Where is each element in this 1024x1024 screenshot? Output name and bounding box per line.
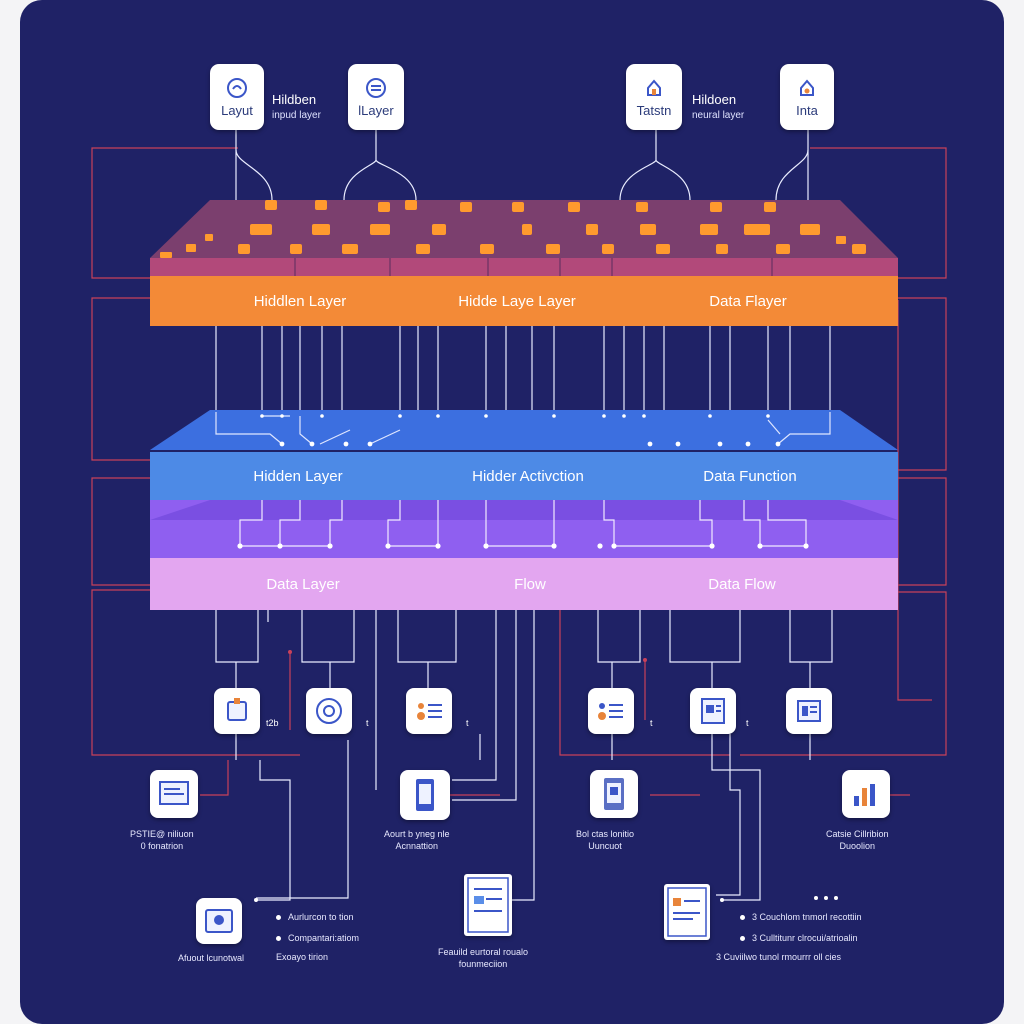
phone-icon — [604, 778, 624, 810]
bullet-dot — [276, 935, 281, 941]
lower-card-3[interactable] — [590, 770, 638, 818]
document-icon — [701, 698, 725, 724]
module-6[interactable] — [786, 688, 832, 734]
legend-label: Exoayo tirion — [276, 952, 329, 962]
top-card-inta[interactable]: Inta — [780, 64, 834, 130]
chart-icon — [854, 784, 875, 806]
module-3[interactable] — [406, 688, 452, 734]
legend-label: 3 Culltitunr clrocui/atrioalin — [752, 933, 858, 943]
caption-line: Duoolion — [839, 841, 876, 851]
gauge-icon — [227, 77, 247, 98]
legend-label: 3 Couchlom tnmorl recottiin — [752, 912, 862, 922]
blue-activation-layer: Hidden Layer Hidder Activction Data Func… — [150, 452, 898, 500]
layer-label: Data Flow — [708, 575, 776, 593]
ellipsis-dots — [814, 896, 838, 900]
top-card-label: Inta — [796, 102, 818, 118]
legend-item: 3 Culltitunr clrocui/atrioalin — [740, 933, 858, 943]
lower-card-4[interactable] — [842, 770, 890, 818]
box-icon — [227, 698, 247, 721]
legend-label: Aurlurcon to tion — [288, 912, 354, 922]
module-tag: t — [746, 718, 749, 728]
caption-line: Bol ctas lonitio — [576, 829, 635, 839]
document-icon — [797, 700, 821, 722]
home-network-icon — [800, 78, 814, 96]
document-icon — [667, 887, 707, 937]
module-tag: t — [366, 718, 369, 728]
module-tag: t — [650, 718, 653, 728]
caption-line: Uuncuot — [588, 841, 622, 851]
top-card-label: Tatstn — [636, 102, 672, 118]
module-tag: t — [466, 718, 469, 728]
top-card-tatstn[interactable]: Tatstn — [626, 64, 682, 130]
lower-card-caption: PSTIE@ niliuon 0 fonatrion — [130, 828, 194, 852]
layer-label: Data Flayer — [709, 292, 787, 310]
phone-icon — [416, 779, 434, 811]
bullet-dot — [276, 914, 281, 920]
top-note-title: Hildben — [272, 92, 317, 107]
module-1[interactable] — [214, 688, 260, 734]
document-icon — [159, 781, 189, 805]
gauge-icon — [205, 909, 233, 933]
caption-line: Acnnattion — [395, 841, 439, 851]
top-note-sub: inpud layer — [272, 110, 321, 121]
legend-item: Compantari:atiom — [276, 933, 359, 943]
caption-line: PSTIE@ niliuon — [130, 829, 194, 839]
top-card-label: lLayer — [358, 102, 394, 118]
top-note-input: Hildben inpud layer — [272, 92, 321, 124]
database-icon — [366, 77, 386, 98]
orange-hidden-layer: Hiddlen Layer Hidde Laye Layer Data Flay… — [150, 276, 898, 326]
eye-icon — [316, 698, 342, 724]
caption-line: 0 fonatrion — [140, 841, 184, 851]
legend-item: Exoayo tirion — [276, 952, 328, 962]
layer-label: Hidde Laye Layer — [458, 292, 576, 310]
module-4[interactable] — [588, 688, 634, 734]
layer-label: Flow — [514, 575, 546, 593]
legend-item: 3 Cuviilwo tunol rmourrr oll cies — [716, 952, 841, 962]
lower-card-1[interactable] — [150, 770, 198, 818]
layer-label: Data Layer — [266, 575, 340, 593]
legend-item: 3 Couchlom tnmorl recottiin — [740, 912, 862, 922]
lower-card-2[interactable] — [400, 770, 450, 820]
bullet-dot — [740, 935, 745, 941]
layer-label: Hidden Layer — [253, 467, 343, 485]
bullet-dot — [740, 914, 745, 920]
top-note-neural: Hildoen neural layer — [692, 92, 744, 124]
lower-card-caption: Bol ctas lonitio Uuncuot — [576, 828, 634, 852]
pink-data-flow-layer: Data Layer Flow Data Flow — [150, 558, 898, 610]
bottom-mid-card[interactable] — [464, 874, 512, 936]
layer-label: Hidder Activction — [472, 467, 584, 485]
legend-label: 3 Cuviilwo tunol rmourrr oll cies — [716, 952, 842, 962]
top-card-layut[interactable]: Layut — [210, 64, 264, 130]
module-2[interactable] — [306, 688, 352, 734]
layer-label: Data Function — [703, 467, 797, 485]
caption-line: Aourt b yneg nle — [384, 829, 450, 839]
bottom-left-card[interactable] — [196, 898, 242, 944]
top-card-label: Layut — [221, 102, 253, 118]
top-note-title: Hildoen — [692, 92, 737, 107]
module-5[interactable] — [690, 688, 736, 734]
caption-line: Feauild eurtoral roualo — [438, 947, 529, 957]
diagram-background — [20, 0, 1004, 1024]
lower-card-caption: Aourt b yneg nle Acnnattion — [384, 828, 450, 852]
legend-label: Compantari:atiom — [288, 933, 360, 943]
top-note-sub: neural layer — [692, 110, 745, 121]
home-network-icon — [647, 78, 661, 96]
bottom-left-caption: Afuout lcunotwal — [178, 953, 245, 963]
layer-label: Hiddlen Layer — [253, 292, 347, 310]
legend-item: Aurlurcon to tion — [276, 912, 354, 922]
document-icon — [467, 877, 509, 933]
list-icon — [598, 703, 623, 720]
list-icon — [417, 703, 442, 720]
bottom-mid-caption: Feauild eurtoral roualo founmeciion — [438, 946, 528, 970]
caption-line: Catsie Cillribion — [826, 829, 889, 839]
caption-line: founmeciion — [458, 959, 508, 969]
bottom-right-card[interactable] — [664, 884, 710, 940]
top-card-layer[interactable]: lLayer — [348, 64, 404, 130]
module-tag: t2b — [266, 718, 279, 728]
lower-card-caption: Catsie Cillribion Duoolion — [826, 828, 889, 852]
